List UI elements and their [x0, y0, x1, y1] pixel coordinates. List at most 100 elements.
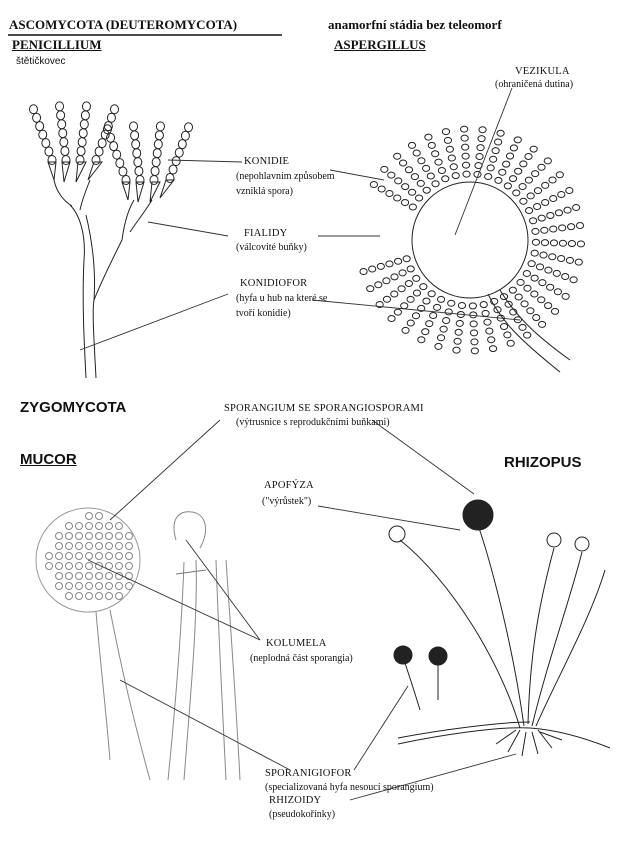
label-konidie: KONIDIE: [244, 156, 290, 167]
aspergillus-spore: [397, 285, 406, 293]
aspergillus-spore: [532, 314, 541, 322]
aspergillus-spore: [544, 302, 553, 310]
aspergillus-spore: [518, 323, 527, 331]
sporangiospore: [95, 572, 103, 580]
aspergillus-spore: [567, 223, 576, 231]
aspergillus-spore: [455, 319, 464, 327]
aspergillus-spore: [387, 314, 396, 322]
label-kolumela: KOLUMELA: [266, 638, 327, 649]
aspergillus-spore: [484, 173, 493, 181]
sporangiospore: [125, 552, 133, 560]
aspergillus-spore: [531, 227, 540, 235]
conidium: [61, 155, 71, 165]
aspergillus-spore: [519, 197, 528, 205]
conidium: [97, 138, 107, 149]
conidium: [77, 137, 87, 148]
aspergillus-spore: [470, 338, 479, 346]
sporangiospore: [115, 592, 123, 600]
aspergillus-spore: [524, 207, 534, 215]
aspergillus-spore: [554, 209, 564, 217]
conidium: [58, 128, 68, 139]
aspergillus-spore: [523, 284, 532, 292]
label-fialidy: FIALIDY: [244, 228, 288, 239]
aspergillus-spore: [437, 166, 447, 174]
sporangiospore: [95, 522, 103, 530]
aspergillus-spore: [550, 307, 560, 315]
conidium: [152, 148, 162, 159]
sporangiospore: [85, 582, 93, 590]
aspergillus-spore: [526, 307, 535, 315]
aspergillus-spore: [557, 190, 566, 198]
sporangiospore: [85, 562, 93, 570]
conidium: [28, 104, 38, 115]
label-kolumela-desc: (neplodná část sporangia): [250, 653, 353, 664]
aspergillus-spore: [541, 199, 550, 207]
aspergillus-spore: [530, 249, 539, 257]
aspergillus-spore: [404, 166, 414, 174]
conidium: [154, 130, 164, 141]
aspergillus-spore: [514, 293, 523, 301]
title-zygomycota: ZYGOMYCOTA: [20, 399, 127, 416]
conidium: [150, 166, 160, 177]
sporangiospore: [125, 582, 133, 590]
conidium: [112, 149, 122, 160]
penicillium-drawing: [28, 101, 194, 379]
aspergillus-spore: [557, 255, 566, 263]
aspergillus-spore: [419, 283, 428, 291]
aspergillus-spore: [393, 308, 402, 316]
aspergillus-spore: [408, 188, 417, 196]
aspergillus-spore: [503, 182, 512, 190]
sporangiospore: [105, 582, 113, 590]
conidium: [118, 166, 128, 177]
label-sporangiofor-desc: (specializovaná hyfa nesoucí sporangium): [265, 782, 434, 793]
sporangiospore: [55, 532, 63, 540]
aspergillus-spore: [439, 325, 448, 333]
aspergillus-spore: [513, 136, 522, 144]
sporangiospore: [95, 582, 103, 590]
sporangiospore: [65, 582, 73, 590]
aspergillus-spore: [496, 129, 505, 137]
aspergillus-spore: [516, 278, 525, 286]
aspergillus-spore: [504, 300, 513, 308]
sporangiospore: [75, 582, 83, 590]
aspergillus-spore: [398, 159, 408, 167]
aspergillus-spore: [479, 301, 488, 309]
aspergillus-spore: [555, 171, 564, 179]
aspergillus-spore: [424, 133, 433, 141]
conidium: [134, 166, 144, 177]
aspergillus-spore: [533, 187, 543, 195]
aspergillus-spore: [524, 152, 533, 160]
title-mucor: MUCOR: [20, 451, 77, 468]
aspergillus-spore: [368, 265, 377, 273]
label-sporangium-desc: (výtrusnice s reprodukčními buňkami): [236, 417, 390, 428]
aspergillus-spore: [425, 320, 434, 328]
aspergillus-spore: [382, 277, 391, 285]
aspergillus-spore: [523, 331, 532, 339]
conidium: [110, 104, 120, 115]
aspergillus-spore: [417, 304, 426, 312]
aspergillus-drawing: [359, 125, 586, 373]
conidium: [78, 128, 88, 139]
conidium: [149, 175, 159, 185]
conidium: [91, 155, 101, 165]
aspergillus-spore: [485, 327, 494, 335]
aspergillus-spore: [508, 286, 517, 294]
conidium: [109, 141, 119, 152]
sporangiospore: [105, 592, 113, 600]
aspergillus-spore: [400, 302, 409, 310]
conidium: [151, 157, 161, 168]
conidium: [76, 146, 86, 157]
label-fialidy-desc: (válcovité buňky): [236, 242, 307, 253]
aspergillus-spore: [477, 135, 486, 143]
sporangiospore: [125, 572, 133, 580]
aspergillus-spore: [539, 251, 548, 259]
aspergillus-spore: [509, 308, 518, 316]
sporangiospore: [105, 552, 113, 560]
aspergillus-spore: [460, 125, 469, 133]
conidium: [38, 129, 48, 140]
sporangiospore: [65, 552, 73, 560]
aspergillus-spore: [376, 262, 385, 270]
aspergillus-spore: [431, 180, 440, 188]
sporangiospore: [115, 522, 123, 530]
aspergillus-spore: [537, 163, 546, 171]
